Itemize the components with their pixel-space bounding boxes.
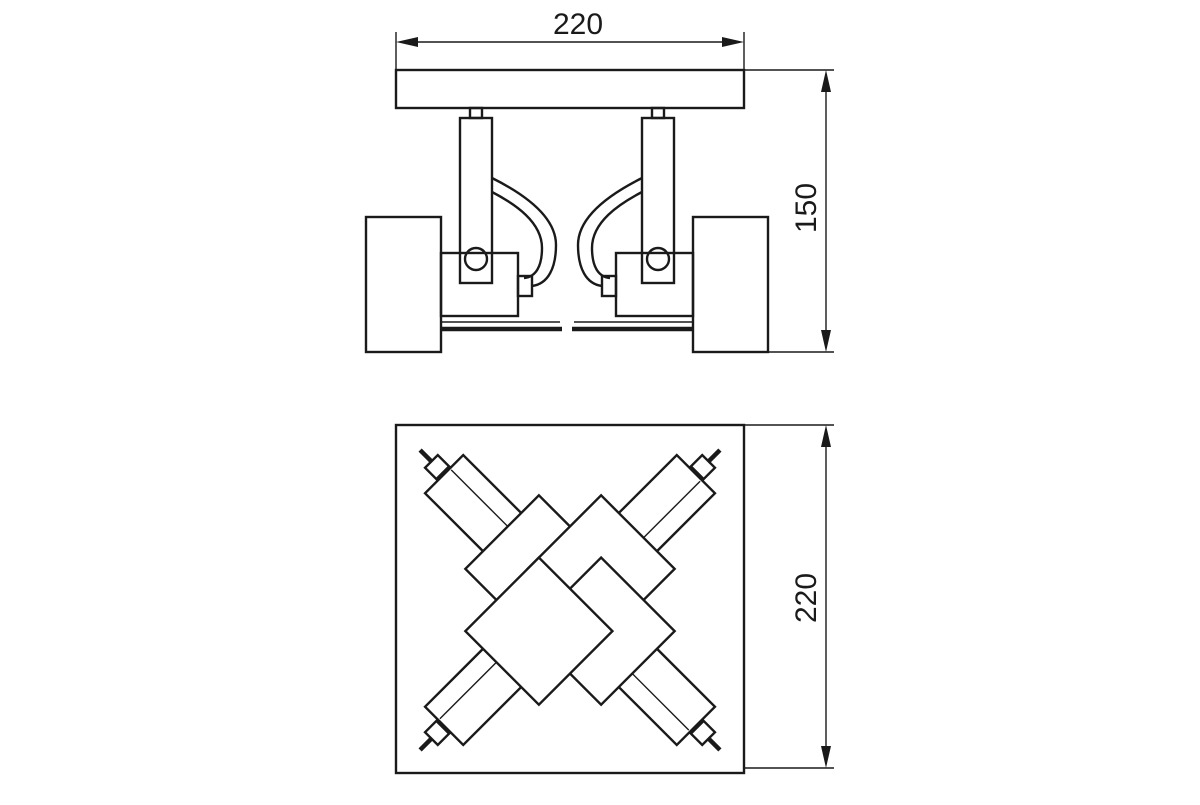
depth-dimension-label: 220: [790, 573, 823, 623]
base-plate: [394, 68, 746, 110]
height-dimension-label: 150: [790, 183, 823, 233]
left-spotlight-side: [364, 106, 562, 354]
depth-dimension: 220: [744, 424, 834, 769]
right-spotlight-side: [572, 106, 770, 354]
side-view: 220 150: [364, 8, 834, 354]
base-plate-top: [394, 423, 746, 775]
width-dimension: 220: [395, 8, 745, 70]
height-dimension: 150: [744, 69, 834, 353]
width-dimension-label: 220: [553, 8, 603, 41]
top-view: 220: [383, 413, 834, 786]
